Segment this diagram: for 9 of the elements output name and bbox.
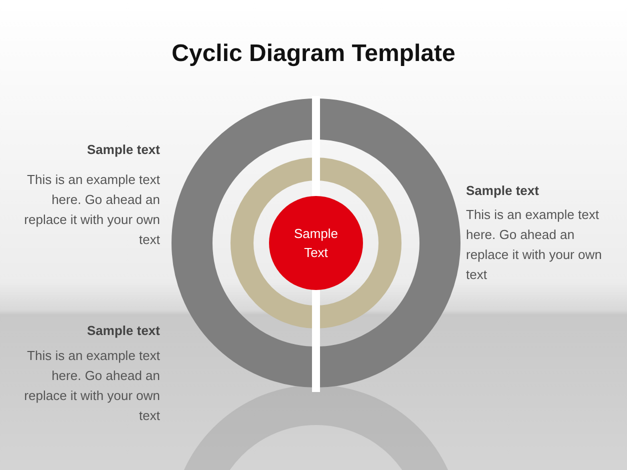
- title: Cyclic Diagram Template: [170, 40, 456, 68]
- center-circle: [269, 196, 363, 290]
- circle-label: Sample Text: [292, 225, 340, 262]
- body-text: This is an example text here. Go ahead an replace it with your own text: [466, 206, 603, 284]
- body-text: This is an example text here. Go ahead an replace it with your own text: [23, 171, 160, 249]
- heading: Sample text: [86, 141, 160, 159]
- heading: Sample text: [466, 182, 540, 200]
- heading: Sample text: [86, 322, 160, 340]
- body-text: This is an example text here. Go ahead an replace it with your own text: [23, 347, 160, 425]
